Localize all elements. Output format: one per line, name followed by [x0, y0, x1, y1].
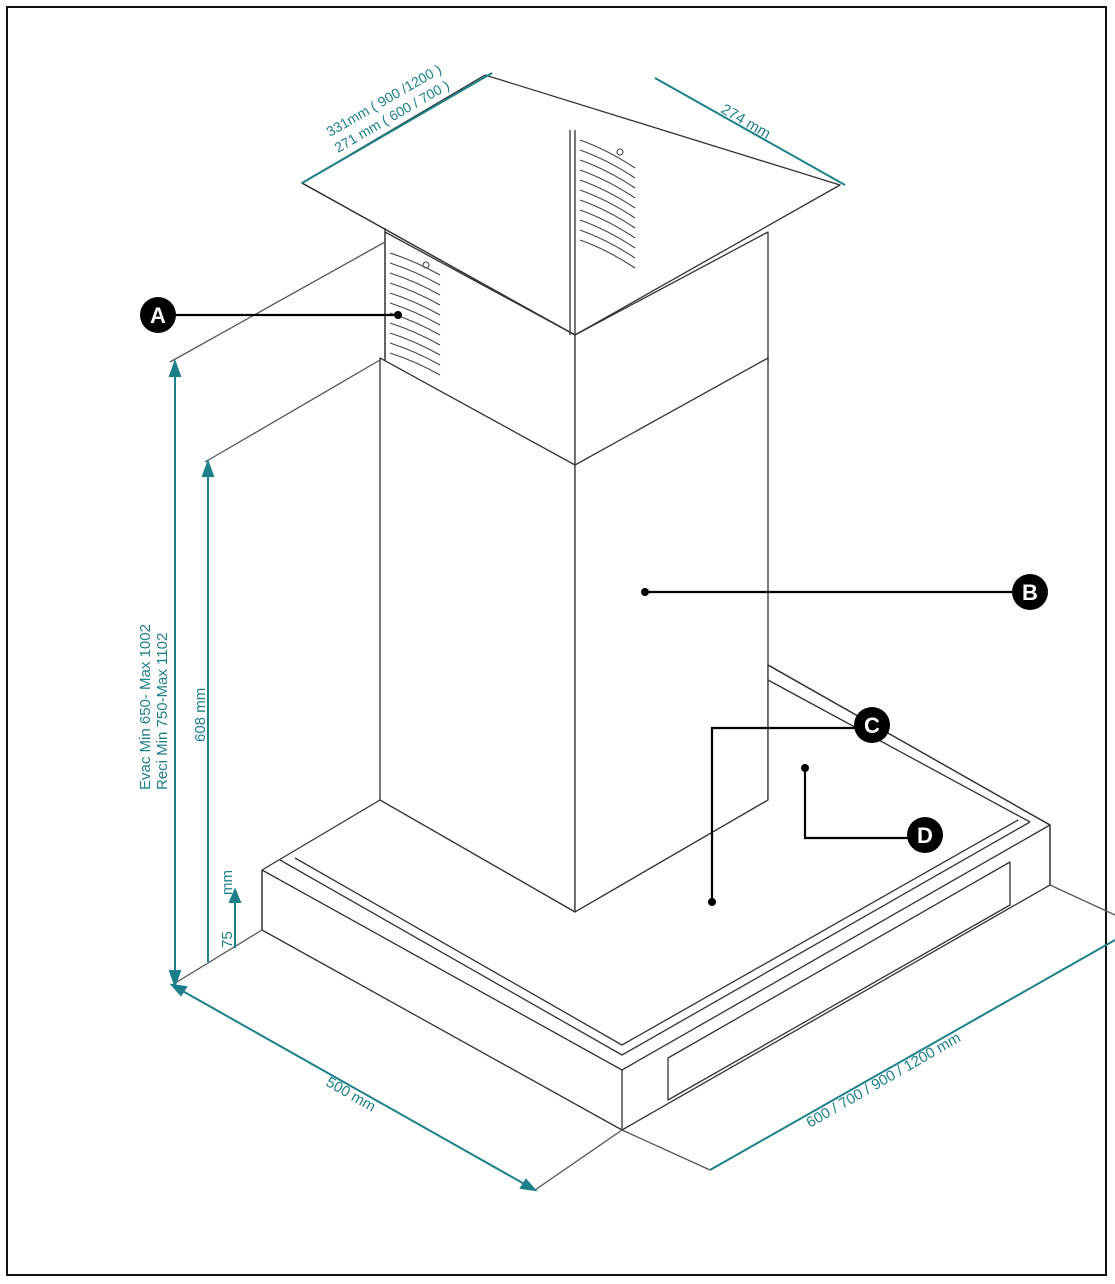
callout-b-letter: B	[1022, 580, 1038, 605]
width-top-dimension-line	[654, 77, 846, 186]
base-width-dimension-line	[709, 939, 1115, 1171]
lower-chimney	[379, 357, 769, 913]
base-height-value: 75	[219, 931, 236, 948]
depth-top-dimension-line	[301, 72, 493, 184]
base-depth-label: 500 mm	[323, 1074, 378, 1116]
callout-d-letter: D	[917, 823, 933, 848]
base-depth-dimension-line	[171, 984, 536, 1191]
height-label-1: Evac Min 650- Max 1002	[137, 624, 154, 790]
callout-a-letter: A	[150, 303, 166, 328]
side-vent-left	[389, 252, 441, 376]
canopy-base	[169, 241, 1115, 1191]
chimney-height-label: 608 mm	[192, 688, 209, 742]
side-vent-right	[579, 139, 636, 269]
width-top-label: 274 mm	[718, 101, 773, 143]
callout-c: C	[854, 707, 890, 743]
height-label-2: Reci Min 750-Max 1102	[154, 633, 171, 790]
callout-a: A	[140, 297, 176, 333]
callout-c-letter: C	[864, 713, 880, 738]
callout-b: B	[1012, 574, 1048, 610]
callout-d: D	[907, 817, 943, 853]
base-width-label: 600 / 700 / 900 / 1200 mm	[804, 1029, 964, 1131]
base-height-unit: mm	[219, 870, 236, 895]
